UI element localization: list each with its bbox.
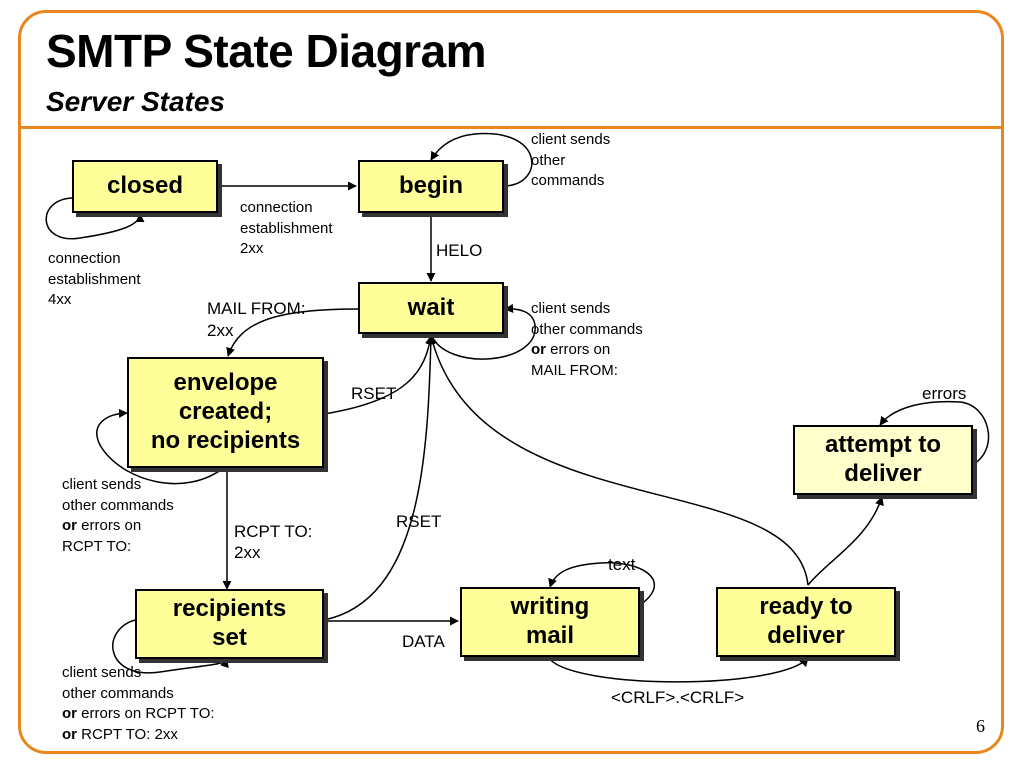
- label-text: text: [608, 555, 636, 574]
- title-divider: [18, 126, 1004, 129]
- arrow-recipients-rset-to-wait: [323, 335, 436, 621]
- state-begin: begin: [358, 160, 504, 213]
- label-rset-envelope: RSET: [351, 384, 397, 403]
- state-envelope-created: envelope created; no recipients: [127, 357, 324, 468]
- state-writing-mail: writing mail: [460, 587, 640, 657]
- state-wait: wait: [358, 282, 504, 334]
- loop-attempt: [879, 400, 990, 466]
- label-rcpt-to: RCPT TO: 2xx: [234, 522, 313, 562]
- page-number: 6: [976, 716, 985, 736]
- label-data: DATA: [402, 632, 445, 651]
- label-mail-from: MAIL FROM: 2xx: [207, 299, 306, 340]
- loop-begin: [430, 132, 533, 187]
- label-crlf: <CRLF>.<CRLF>: [611, 688, 745, 707]
- state-recipients-set: recipients set: [135, 589, 324, 659]
- loop-envelope: [96, 408, 227, 485]
- arrow-ready-to-wait: [428, 335, 809, 586]
- label-connection-2xx: connection establishment 2xx: [240, 199, 333, 257]
- loop-recipients: [112, 619, 229, 674]
- label-connection-4xx: connection establishment 4xx: [48, 250, 141, 308]
- loop-wait: [430, 303, 536, 360]
- label-begin-loop: client sends other commands: [531, 131, 611, 189]
- state-ready-to-deliver: ready to deliver: [716, 587, 896, 657]
- page-title: SMTP State Diagram: [46, 25, 487, 77]
- state-closed: closed: [72, 160, 218, 213]
- arrow-wait-to-envelope: [226, 308, 359, 357]
- label-errors: errors: [922, 384, 967, 403]
- label-rset-recipients: RSET: [396, 512, 442, 531]
- slide-frame: [18, 10, 1004, 754]
- state-attempt-to-deliver: attempt to deliver: [793, 425, 973, 495]
- arrow-ready-to-attempt: [807, 496, 884, 586]
- arrow-writing-to-ready: [547, 656, 809, 683]
- loop-closed: [45, 197, 145, 240]
- arrow-envelope-rset-to-wait: [323, 335, 435, 415]
- label-helo: HELO: [436, 241, 483, 260]
- loop-writing: [548, 561, 655, 606]
- page-subtitle: Server States: [46, 86, 226, 117]
